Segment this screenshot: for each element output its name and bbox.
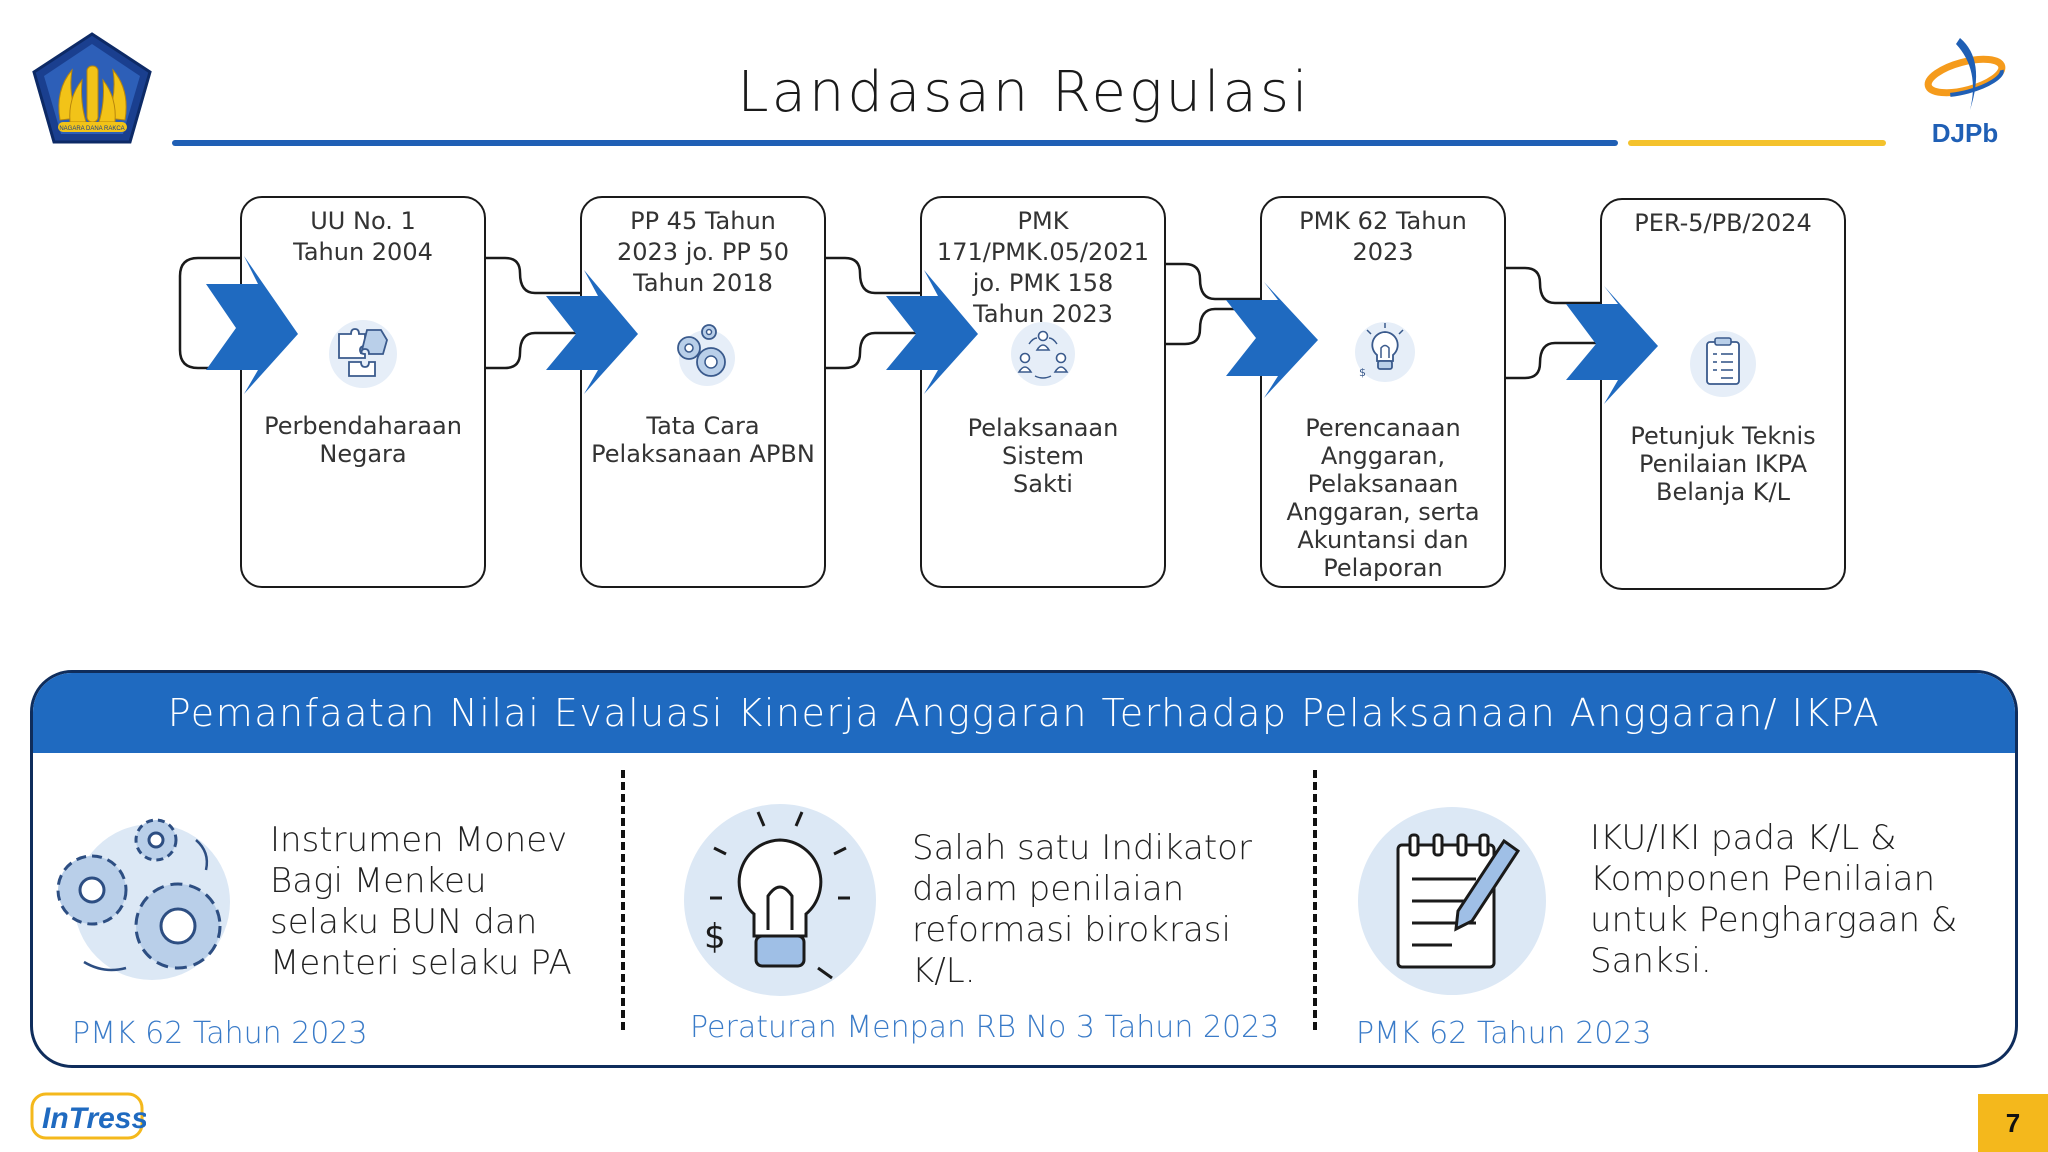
regulation-card-title: UU No. 1 Tahun 2004 [293, 207, 433, 266]
svg-text:$: $ [704, 917, 726, 957]
regulation-card-desc: Akuntansi dan [1297, 526, 1469, 554]
djpb-logo: DJPb [1920, 30, 2010, 150]
regulation-card-desc: Penilaian IKPA [1638, 450, 1808, 478]
regulation-card-desc: Negara [319, 440, 407, 468]
page-number: 7 [1978, 1094, 2048, 1152]
regulation-card-desc: Pelaksanaan Sistem [967, 414, 1119, 470]
lightbulb-icon: $ [1355, 322, 1415, 382]
regulation-card-desc: Tata Cara [646, 412, 760, 440]
clipboard-icon [1690, 331, 1756, 397]
djpb-logo-label: DJPb [1931, 118, 1999, 148]
regulation-flow-connectors [178, 256, 1602, 380]
panel-divider [621, 770, 625, 1030]
regulation-card-desc: Pelaksanaan [1307, 470, 1459, 498]
regulation-card-per-5-pb-2024: PER-5/PB/2024 Petunjuk Teknis Penilaian … [1600, 198, 1846, 590]
gears-icon [677, 324, 735, 386]
regulation-card-title: PMK 62 Tahun 2023 [1299, 207, 1467, 266]
page-title: Landasan Regulasi [737, 60, 1311, 125]
kemenkeu-logo: NAGARA DANA RAKCA [30, 30, 155, 148]
regulation-card-pmk-62-2023: PMK 62 Tahun 2023 $ Perencanaan Anggaran… [1260, 196, 1506, 588]
panel-divider [1313, 770, 1317, 1030]
panel-block-reference: PMK 62 Tahun 2023 [72, 1016, 368, 1051]
title-underline-blue [172, 140, 1618, 146]
panel-block-reference: Peraturan Menpan RB No 3 Tahun 2023 [690, 1010, 1280, 1045]
regulation-card-desc: Petunjuk Teknis [1630, 422, 1816, 450]
panel-header: Pemanfaatan Nilai Evaluasi Kinerja Angga… [33, 673, 2015, 753]
regulation-card-desc: Pelaksanaan APBN [591, 440, 815, 468]
gears-icon [56, 818, 230, 980]
regulation-card-desc: Perencanaan [1305, 414, 1461, 442]
svg-text:$: $ [1359, 366, 1366, 379]
notepad-pen-icon [1358, 807, 1546, 995]
ikpa-utilization-panel: Pemanfaatan Nilai Evaluasi Kinerja Angga… [30, 670, 2018, 1068]
lightbulb-icon: $ [684, 804, 876, 996]
regulation-card-title: PER-5/PB/2024 [1634, 209, 1812, 237]
regulation-card-desc: Sakti [1013, 470, 1073, 498]
regulation-card-pp-45-2023: PP 45 Tahun 2023 jo. PP 50 Tahun 2018 Ta… [580, 196, 826, 588]
puzzle-icon [329, 320, 397, 388]
regulation-card-desc: Perbendaharaan [264, 412, 462, 440]
panel-block-text: Salah satu Indikator dalam penilaian ref… [912, 828, 1252, 991]
regulation-card-pmk-171-2021: PMK 171/PMK.05/2021 jo. PMK 158 Tahun 20… [920, 196, 1166, 588]
title-underline-yellow [1628, 140, 1886, 146]
svg-text:InTress: InTress [42, 1102, 146, 1135]
regulation-card-desc: Pelaporan [1323, 554, 1443, 582]
regulation-card-desc: Anggaran, [1320, 442, 1446, 470]
people-icon [1011, 322, 1075, 386]
panel-title: Pemanfaatan Nilai Evaluasi Kinerja Angga… [167, 691, 1881, 735]
regulation-card-title: PP 45 Tahun 2023 jo. PP 50 Tahun 2018 [616, 207, 789, 297]
svg-text:NAGARA DANA RAKCA: NAGARA DANA RAKCA [59, 126, 124, 132]
panel-block-reference: PMK 62 Tahun 2023 [1356, 1016, 1652, 1051]
intress-logo: InTress [30, 1092, 146, 1140]
panel-block-text: Instrumen Monev Bagi Menkeu selaku BUN d… [270, 820, 572, 983]
regulation-card-title: PMK 171/PMK.05/2021 jo. PMK 158 Tahun 20… [936, 207, 1150, 328]
regulation-card-desc: Belanja K/L [1655, 478, 1790, 506]
panel-block-text: IKU/IKI pada K/L & Komponen Penilaian un… [1590, 818, 1958, 981]
regulation-card-uu-1-2004: UU No. 1 Tahun 2004 Perbendaharaan Negar… [240, 196, 486, 588]
regulation-card-desc: Anggaran, serta [1286, 498, 1480, 526]
